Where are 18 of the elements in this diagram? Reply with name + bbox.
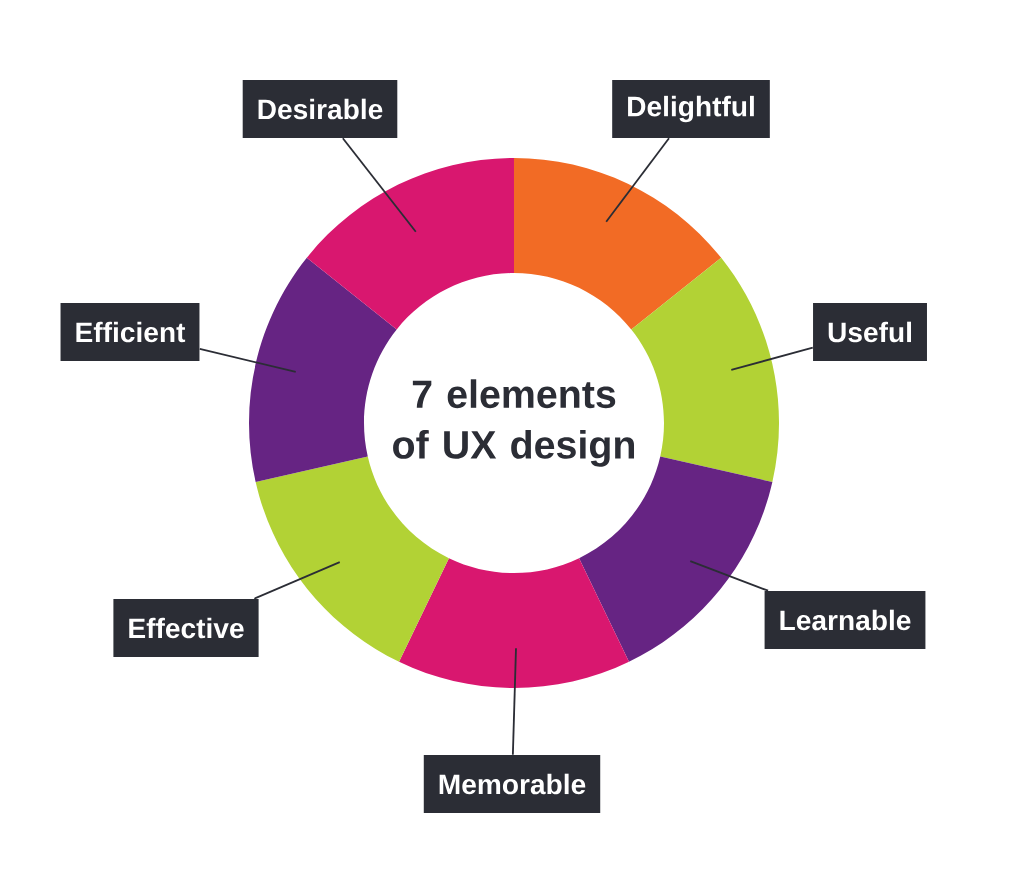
label-box: Delightful (612, 80, 770, 138)
label-box: Useful (813, 303, 927, 361)
label-box: Learnable (764, 591, 926, 649)
leader-line (689, 560, 770, 592)
donut-segment (306, 158, 514, 330)
leader-line (730, 346, 814, 371)
label-box: Desirable (242, 80, 398, 138)
leader-line (198, 347, 297, 373)
leader-line (511, 647, 517, 756)
label-box: Efficient (60, 303, 200, 361)
donut-segment (514, 158, 722, 330)
label-box: Memorable (423, 755, 601, 813)
leader-line (605, 137, 670, 223)
label-box: Effective (113, 599, 259, 657)
center-title: 7 elements of UX design (393, 379, 634, 467)
donut-segment (399, 558, 629, 688)
leader-line (341, 137, 417, 233)
leader-line (253, 561, 341, 600)
